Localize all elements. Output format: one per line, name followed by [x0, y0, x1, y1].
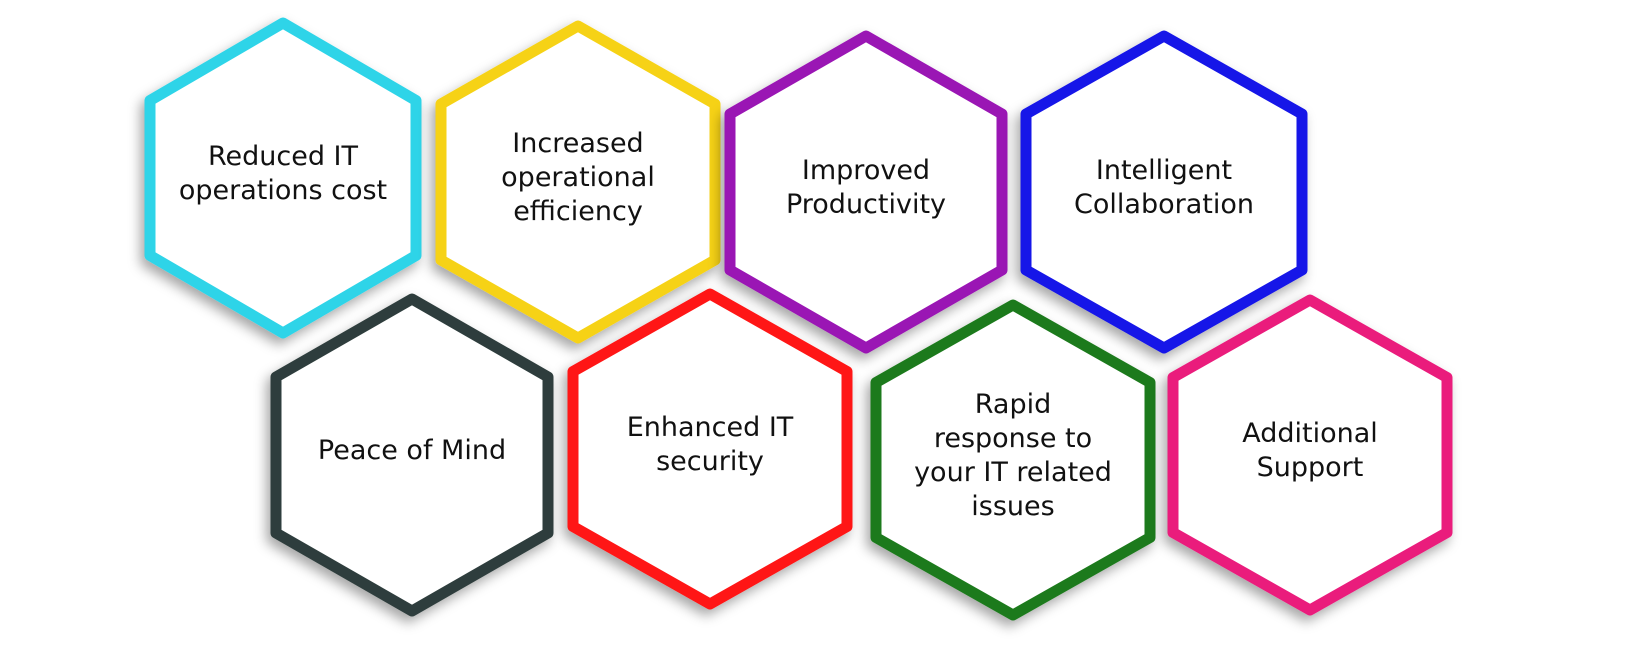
- label-line: Improved: [801, 155, 931, 186]
- hexagon-improved-productivity: [724, 30, 1008, 354]
- label-line: security: [656, 446, 764, 477]
- label-line: Collaboration: [1074, 189, 1254, 220]
- hexagon-label-peace-of-mind: Peace of Mind: [318, 434, 506, 468]
- label-line: Additional: [1242, 418, 1378, 449]
- label-line: Rapid: [974, 389, 1052, 420]
- label-line: your IT related: [914, 457, 1112, 488]
- label-line: operations cost: [178, 175, 388, 206]
- hexagon-enhanced-security: [567, 288, 853, 610]
- label-line: Reduced IT: [207, 141, 359, 172]
- hexagon-additional-support: [1167, 294, 1453, 616]
- label-line: Increased: [512, 128, 644, 159]
- label-line: issues: [971, 491, 1055, 522]
- hexagon-peace-of-mind: [270, 293, 554, 617]
- label-line: Intelligent: [1095, 155, 1233, 186]
- hexagon-increased-efficiency: [435, 20, 721, 344]
- label-line: Productivity: [785, 189, 947, 220]
- label-line: response to: [933, 423, 1093, 454]
- label-line: Support: [1256, 452, 1364, 483]
- hexagon-intelligent-collaboration: [1020, 30, 1308, 354]
- label-line: operational: [501, 162, 655, 193]
- label-line: efficiency: [513, 196, 643, 227]
- label-line: Enhanced IT: [626, 412, 794, 443]
- hexagon-rapid-response: [870, 299, 1156, 621]
- hexagon-reduced-it-cost: [144, 17, 422, 339]
- label-line: Peace of Mind: [317, 435, 507, 466]
